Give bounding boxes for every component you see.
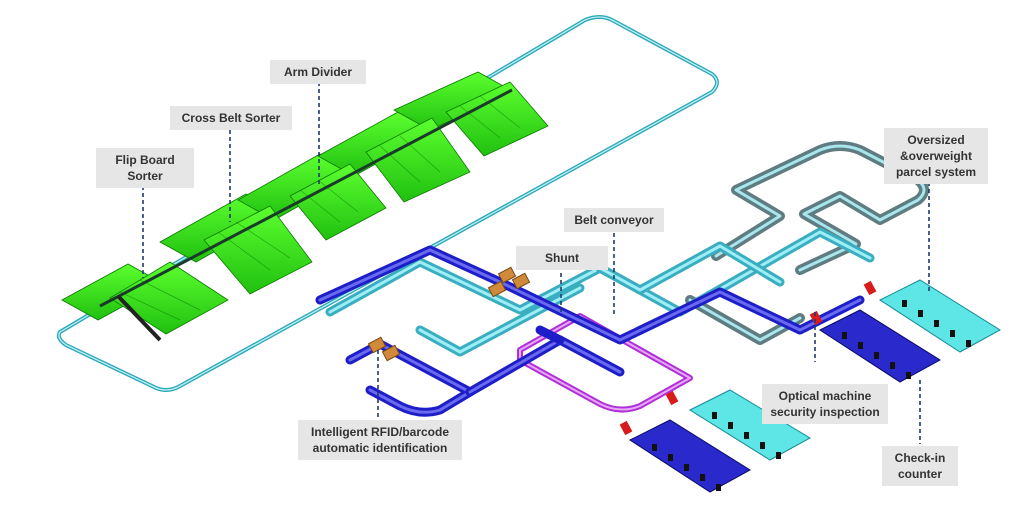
shunt-conveyor — [517, 313, 693, 413]
shunt-label: Shunt — [516, 246, 608, 270]
blue-conveyor-network — [315, 245, 865, 417]
leader-lines — [142, 82, 930, 444]
belt-conveyor-label: Belt conveyor — [564, 208, 664, 232]
optical-security-inspection-label: Optical machine security inspection — [762, 384, 888, 424]
sorter-modules — [61, 71, 549, 342]
checkin-counter-label: Check-in counter — [882, 446, 958, 486]
checkin-counters — [628, 279, 1001, 493]
oversized-parcel-system-label: Oversized &overweight parcel system — [884, 128, 988, 184]
rfid-identification-label: Intelligent RFID/barcode automatic ident… — [298, 420, 462, 460]
main-loop-conveyor — [56, 15, 719, 392]
arm-divider-label: Arm Divider — [270, 60, 366, 84]
cross-belt-sorter-label: Cross Belt Sorter — [170, 106, 292, 130]
flip-board-sorter-label: Flip Board Sorter — [96, 148, 194, 188]
rfid-scanners — [367, 266, 531, 362]
security-scanners — [619, 280, 877, 436]
